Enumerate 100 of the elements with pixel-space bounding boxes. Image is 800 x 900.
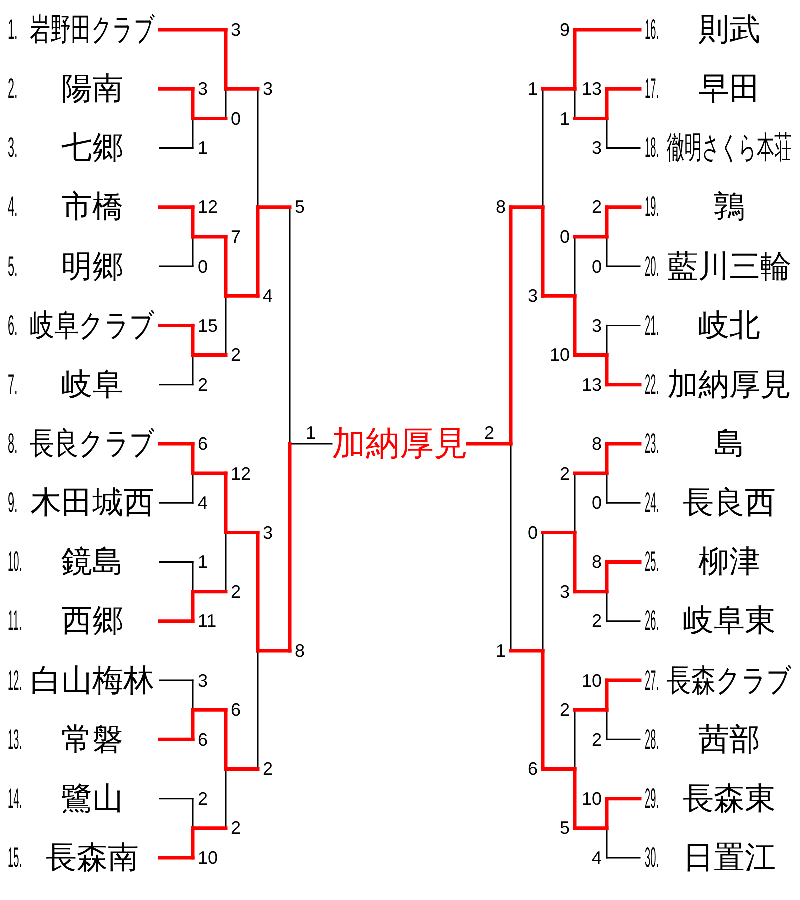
bracket-line (573, 472, 609, 476)
team-name: 長森クラブ (667, 662, 792, 699)
bracket-line (225, 532, 227, 593)
team-name: 早田 (698, 71, 760, 108)
bracket-line (606, 236, 608, 268)
team-name: 鷺山 (62, 780, 124, 817)
bracket-line (159, 562, 194, 563)
bracket-line (289, 206, 291, 445)
bracket-line (224, 87, 260, 91)
team-name: 鶉 (714, 189, 745, 226)
score: 2 (231, 582, 242, 602)
bracket-line (466, 442, 513, 446)
seed-number: 5. (8, 252, 18, 282)
seed-number: 20. (645, 252, 659, 282)
seed-number: 28. (645, 724, 659, 755)
bracket-line (191, 354, 228, 358)
team-name: 明郷 (62, 248, 124, 285)
bracket-line (191, 826, 228, 830)
score: 2 (592, 611, 602, 632)
bracket-line (541, 87, 577, 91)
score: 10 (582, 788, 602, 809)
score: 2 (560, 464, 570, 484)
score: 10 (582, 670, 602, 691)
bracket-line (288, 442, 292, 653)
team-name: 島 (714, 426, 745, 462)
seed-number: 12. (8, 666, 22, 696)
score: 3 (592, 316, 602, 336)
score: 13 (582, 374, 602, 395)
bracket-line (606, 118, 608, 150)
bracket-line (542, 532, 544, 652)
score: 12 (231, 464, 252, 484)
score: 12 (198, 197, 218, 218)
score: 6 (198, 730, 208, 750)
seed-number: 10. (8, 547, 22, 578)
score: 0 (231, 108, 242, 129)
bracket-line (159, 680, 194, 682)
score: 4 (592, 848, 602, 868)
bracket-line (606, 620, 641, 622)
seed-number: 4. (8, 192, 18, 222)
bracket-line (289, 443, 333, 445)
score: 3 (231, 20, 242, 40)
bracket-line (606, 472, 608, 504)
bracket-line (159, 502, 194, 504)
score: 3 (198, 79, 208, 100)
bracket-line (256, 206, 292, 210)
bracket-line (159, 266, 194, 268)
score: 1 (306, 422, 316, 443)
bracket-line (574, 88, 576, 120)
seed-number: 22. (645, 370, 659, 400)
score: 3 (560, 582, 570, 602)
score: 6 (528, 759, 538, 780)
bracket-line (573, 235, 609, 239)
bracket-line (574, 709, 576, 770)
bracket-line (257, 650, 259, 770)
seed-number: 24. (645, 488, 659, 518)
score: 1 (198, 552, 208, 572)
score: 2 (198, 788, 208, 809)
seed-number: 18. (645, 133, 659, 164)
bracket-line (606, 709, 608, 740)
seed-number: 15. (8, 842, 22, 873)
seed-number: 23. (645, 428, 659, 459)
team-name: 則武 (698, 12, 760, 48)
score: 8 (295, 640, 306, 661)
score: 1 (496, 640, 506, 661)
score: 2 (592, 730, 602, 750)
team-name: 七郷 (62, 130, 124, 166)
seed-number: 14. (8, 784, 22, 814)
team-name: 長森南 (46, 840, 139, 876)
team-name: 徹明さくら本荘 (667, 130, 792, 166)
score: 10 (198, 848, 218, 868)
seed-number: 16. (645, 15, 659, 45)
team-name: 市橋 (62, 189, 124, 226)
seed-number: 25. (645, 547, 659, 578)
score: 2 (263, 759, 274, 780)
seed-number: 27. (645, 666, 659, 696)
team-name: 岐阜東 (683, 603, 776, 640)
score: 0 (560, 226, 570, 247)
score: 15 (198, 316, 218, 336)
team-name: 常磐 (62, 722, 124, 758)
seed-number: 8. (8, 428, 18, 459)
score: 3 (263, 79, 274, 100)
bracket-line (606, 324, 608, 356)
bracket-line (192, 354, 194, 386)
team-name: 岐阜クラブ (30, 308, 155, 344)
score: 4 (198, 493, 208, 514)
bracket-line (192, 236, 194, 268)
bracket-line (606, 828, 608, 859)
bracket-line (225, 768, 227, 830)
score: 0 (528, 522, 538, 543)
seed-number: 11. (8, 606, 22, 636)
bracket-line (225, 295, 227, 356)
seed-number: 17. (645, 74, 659, 104)
team-name: 長森東 (683, 780, 776, 817)
seed-number: 19. (645, 192, 659, 222)
bracket-line (192, 472, 194, 504)
team-name: 岐北 (698, 308, 760, 344)
score: 8 (592, 434, 602, 454)
bracket-line (191, 116, 228, 120)
bracket-line (574, 472, 576, 534)
score: 0 (198, 256, 208, 277)
